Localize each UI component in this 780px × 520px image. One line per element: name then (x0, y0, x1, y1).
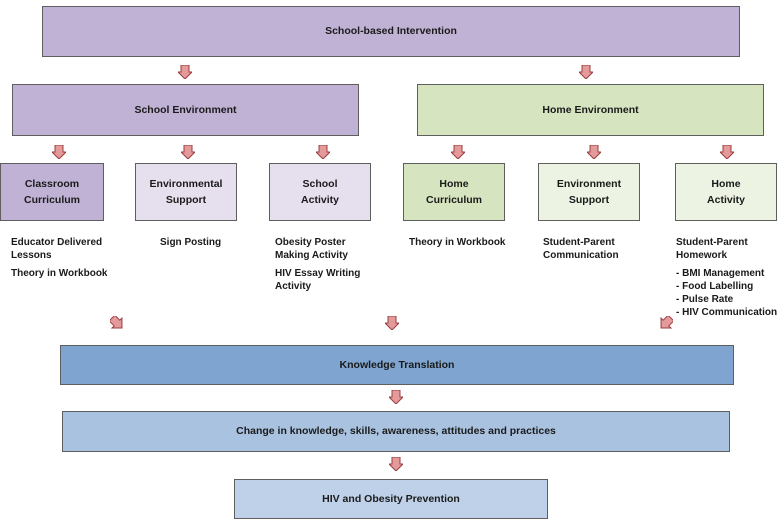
note-line: Homework (676, 250, 728, 261)
knowledge-translation-box: Knowledge Translation (60, 345, 734, 385)
school-activity-line1: School (302, 177, 338, 190)
arrow-down-icon (587, 145, 601, 159)
arrow-down-icon (385, 316, 399, 330)
home-activity-line1: Home (711, 177, 741, 190)
home-curriculum-line1: Home (439, 177, 469, 190)
env-support-notes: Student-Parent Communication (543, 236, 619, 262)
note-line: Communication (543, 250, 619, 261)
note-line: - Pulse Rate (676, 294, 734, 305)
note-line: Student-Parent (676, 237, 748, 248)
school-environment-box: School Environment (12, 84, 359, 136)
note-line: Theory in Workbook (11, 268, 108, 279)
environmental-support-line2: Support (165, 194, 207, 206)
note-line: Sign Posting (160, 237, 222, 248)
note-line: Student-Parent (543, 237, 615, 248)
environmental-support-line1: Environmental (149, 177, 223, 190)
home-activity-line2: Activity (707, 194, 745, 206)
school-activity-line2: Activity (301, 194, 339, 206)
home-activity-notes: Student-Parent Homework - BMI Management… (676, 236, 777, 319)
note-line: HIV Essay Writing (275, 268, 361, 279)
note-line: - Food Labelling (676, 281, 754, 292)
home-activity-box: Home Activity (675, 163, 777, 221)
change-label: Change in knowledge, skills, awareness, … (236, 425, 556, 438)
school-environment-label: School Environment (134, 103, 237, 116)
note-line: Theory in Workbook (409, 237, 506, 248)
note-line: Lessons (11, 250, 52, 261)
arrow-diagonal-down-right-icon (110, 316, 124, 330)
note-line: Making Activity (275, 250, 348, 261)
arrow-down-icon (579, 65, 593, 79)
arrow-down-icon (181, 145, 195, 159)
arrow-down-icon (52, 145, 66, 159)
arrow-down-icon (178, 65, 192, 79)
note-line: Educator Delivered (11, 237, 103, 248)
note-line: Activity (275, 281, 312, 292)
home-curriculum-notes: Theory in Workbook (409, 236, 506, 249)
arrow-down-icon (451, 145, 465, 159)
school-activity-notes: Obesity Poster Making Activity HIV Essay… (275, 236, 360, 293)
school-activity-box: School Activity (269, 163, 371, 221)
arrow-down-icon (389, 457, 403, 471)
note-line: Obesity Poster (275, 237, 346, 248)
arrow-down-icon (389, 390, 403, 404)
home-curriculum-box: Home Curriculum (403, 163, 505, 221)
arrow-diagonal-down-left-icon (659, 316, 673, 330)
home-environment-box: Home Environment (417, 84, 764, 136)
environment-support-line1: Environment (556, 177, 622, 190)
environmental-support-box: Environmental Support (135, 163, 237, 221)
note-line: - BMI Management (676, 268, 765, 279)
school-based-intervention-label: School-based Intervention (325, 25, 457, 38)
school-based-intervention-box: School-based Intervention (42, 6, 740, 57)
environment-support-line2: Support (568, 194, 610, 206)
home-curriculum-line2: Curriculum (425, 194, 482, 206)
knowledge-translation-label: Knowledge Translation (339, 358, 455, 371)
home-environment-label: Home Environment (542, 103, 639, 116)
environmental-notes: Sign Posting (160, 236, 221, 249)
classroom-curriculum-box: Classroom Curriculum (0, 163, 104, 221)
hiv-obesity-prevention-box: HIV and Obesity Prevention (234, 479, 548, 519)
arrow-down-icon (316, 145, 330, 159)
hiv-obesity-prevention-label: HIV and Obesity Prevention (322, 492, 460, 505)
arrow-down-icon (720, 145, 734, 159)
classroom-notes: Educator Delivered Lessons Theory in Wor… (11, 236, 108, 280)
note-line: - HIV Communication (676, 307, 778, 318)
classroom-curriculum-line1: Classroom (24, 177, 80, 190)
classroom-curriculum-line2: Curriculum (23, 194, 80, 206)
environment-support-box: Environment Support (538, 163, 640, 221)
change-box: Change in knowledge, skills, awareness, … (62, 411, 730, 452)
